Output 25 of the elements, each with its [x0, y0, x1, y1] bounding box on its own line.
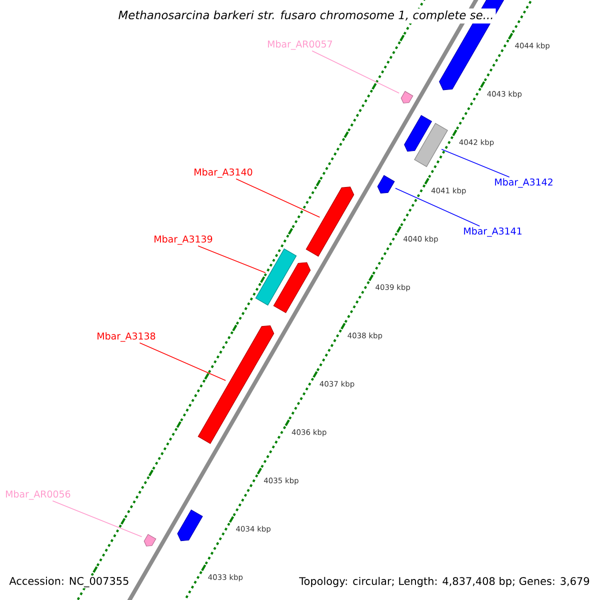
leader-line — [395, 188, 480, 226]
gene-block — [306, 186, 354, 257]
gene-label: Mbar_AR0056 — [6, 490, 70, 500]
leader-line — [236, 178, 320, 218]
gene-label: Mbar_A3140 — [194, 168, 252, 178]
gene-block — [377, 175, 395, 194]
leader-line — [312, 50, 400, 94]
gene-label: Mbar_A3138 — [98, 332, 156, 342]
gene-block — [404, 114, 432, 152]
accession-label: Accession: NC_007355 — [8, 576, 130, 588]
title: Methanosarcina barkeri str. fusaro chromosome 1, complete se... — [116, 8, 496, 24]
gene-label: Mbar_A3142 — [495, 178, 552, 188]
leader-line — [198, 246, 266, 274]
gene-block — [177, 509, 203, 542]
leader-line — [139, 342, 226, 381]
leader-line — [52, 500, 142, 538]
gene-label: Mbar_A3139 — [154, 235, 212, 245]
leader-line — [441, 148, 510, 178]
gene-block — [144, 534, 156, 546]
gene-label: Mbar_AR0057 — [268, 40, 332, 50]
topology-label: Topology: circular; Length: 4,837,408 bp; Genes: 3,679 — [298, 576, 591, 588]
gene-block — [400, 90, 414, 104]
gene-label: Mbar_A3141 — [464, 227, 522, 237]
gene-block — [198, 325, 274, 444]
gene-block — [273, 262, 311, 314]
